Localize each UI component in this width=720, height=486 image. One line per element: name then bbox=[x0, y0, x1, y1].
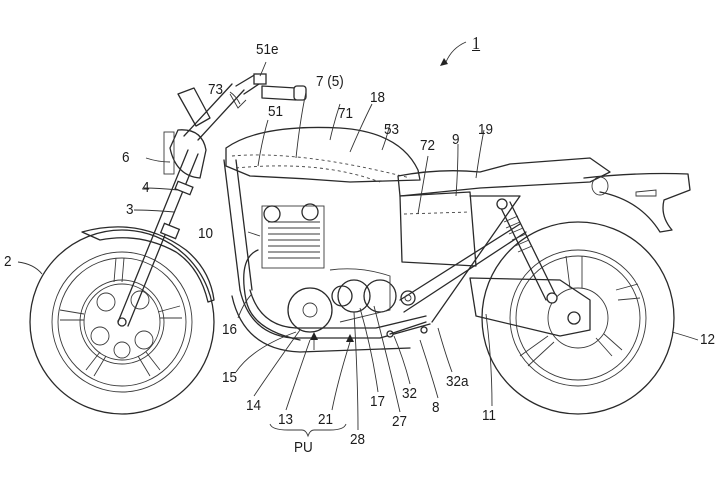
swing-arm bbox=[469, 277, 591, 337]
label-16: 16 bbox=[222, 321, 238, 338]
label-19: 19 bbox=[478, 121, 494, 138]
label-72: 72 bbox=[420, 137, 436, 154]
label-51e: 51e bbox=[256, 41, 279, 58]
front-fender bbox=[81, 226, 215, 303]
label-17: 17 bbox=[370, 393, 386, 410]
label-10: 10 bbox=[198, 225, 214, 242]
seat bbox=[397, 157, 611, 197]
rear-shock bbox=[496, 198, 558, 304]
label-27: 27 bbox=[392, 413, 408, 430]
label-51: 51 bbox=[268, 103, 284, 120]
label-13: 13 bbox=[278, 411, 294, 428]
label-2: 2 bbox=[4, 253, 12, 270]
frame bbox=[223, 159, 527, 353]
label-8: 8 bbox=[432, 399, 440, 416]
label-53: 53 bbox=[384, 121, 400, 138]
label-4: 4 bbox=[142, 179, 150, 196]
label-6: 6 bbox=[122, 149, 130, 166]
label-9: 9 bbox=[452, 131, 460, 148]
label-18: 18 bbox=[370, 89, 386, 106]
label-71: 71 bbox=[338, 105, 354, 122]
label-12: 12 bbox=[700, 331, 716, 348]
label-32a: 32a bbox=[446, 373, 469, 390]
rear-fender bbox=[583, 172, 691, 233]
reference-numeral-1: 1 bbox=[472, 33, 481, 53]
label-3: 3 bbox=[126, 201, 134, 218]
leader-lines bbox=[17, 41, 699, 431]
label-15: 15 bbox=[222, 369, 238, 386]
fuel-tank bbox=[225, 126, 421, 183]
label-11: 11 bbox=[482, 407, 497, 424]
label-pu: PU bbox=[294, 439, 313, 456]
headlight bbox=[163, 87, 211, 179]
label-7-5: 7 (5) bbox=[316, 73, 344, 90]
label-28: 28 bbox=[350, 431, 366, 448]
engine bbox=[261, 203, 416, 333]
pu-brace bbox=[269, 423, 347, 438]
label-14: 14 bbox=[246, 397, 262, 414]
label-32: 32 bbox=[402, 385, 418, 402]
front-wheel bbox=[29, 229, 215, 415]
label-73: 73 bbox=[208, 81, 224, 98]
front-fork bbox=[117, 83, 245, 327]
exhaust bbox=[243, 249, 301, 341]
label-21: 21 bbox=[318, 411, 334, 428]
